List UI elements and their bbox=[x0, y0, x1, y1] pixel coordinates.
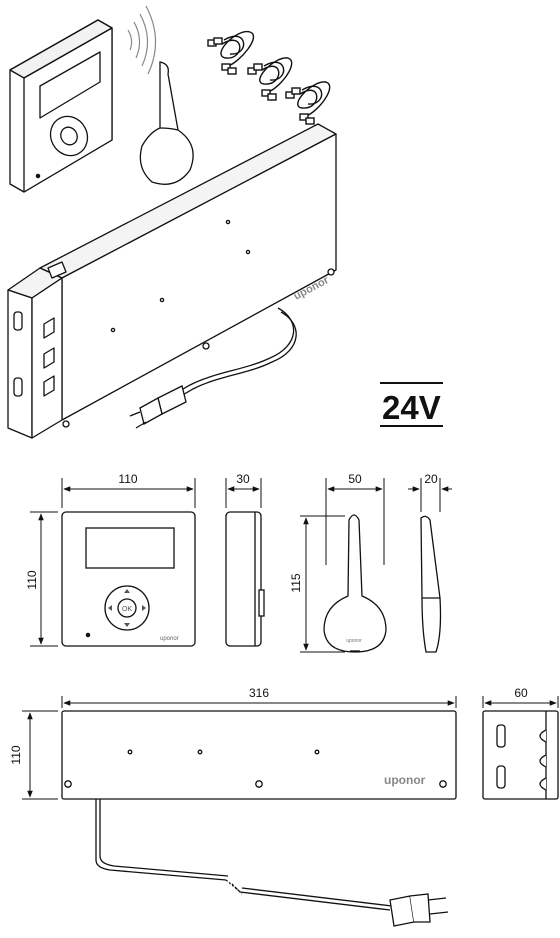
controller-side-view bbox=[482, 710, 559, 800]
thermostat-brand: uponor bbox=[160, 636, 179, 642]
cable-bundles-illustration bbox=[207, 31, 331, 125]
thermostat-width-dimension bbox=[61, 478, 196, 508]
thermostat-depth-dimension bbox=[225, 478, 262, 508]
controller-depth-dimension bbox=[482, 696, 559, 708]
voltage-label: 24V bbox=[380, 382, 443, 427]
thermostat-side-view bbox=[225, 511, 265, 647]
nav-arrows-icon bbox=[108, 589, 146, 627]
antenna-height-label: 115 bbox=[289, 573, 303, 592]
controller-height-label: 110 bbox=[9, 745, 23, 764]
antenna-height-dimension bbox=[300, 515, 345, 653]
controller-illustration bbox=[7, 123, 337, 439]
controller-width-label: 316 bbox=[249, 686, 269, 700]
controller-height-dimension bbox=[22, 710, 58, 800]
thermostat-illustration bbox=[9, 19, 113, 193]
thermostat-height-label: 110 bbox=[25, 570, 39, 589]
antenna-illustration bbox=[139, 61, 194, 185]
wireless-signal-icon bbox=[127, 5, 157, 75]
voltage-text: 24V bbox=[382, 389, 441, 426]
antenna-width-dimension bbox=[325, 478, 385, 565]
antenna-side-view bbox=[420, 515, 442, 653]
controller-brand: uponor bbox=[384, 773, 426, 787]
antenna-brand: uponor bbox=[346, 638, 362, 644]
ok-button-label: OK bbox=[122, 606, 132, 613]
controller-depth-label: 60 bbox=[514, 686, 528, 700]
antenna-depth-dimension bbox=[408, 478, 452, 512]
power-plug-illustration bbox=[129, 307, 297, 429]
thermostat-width-label: 110 bbox=[118, 472, 137, 486]
controller-front-view bbox=[61, 710, 457, 800]
thermostat-depth-label: 30 bbox=[236, 472, 250, 486]
antenna-width-label: 50 bbox=[348, 472, 362, 486]
controller-width-dimension bbox=[61, 696, 457, 708]
thermostat-front-view bbox=[61, 511, 196, 647]
antenna-front-view bbox=[323, 514, 387, 653]
antenna-depth-label: 20 bbox=[424, 472, 438, 486]
controller-power-cable bbox=[95, 799, 449, 927]
thermostat-height-dimension bbox=[30, 511, 58, 647]
